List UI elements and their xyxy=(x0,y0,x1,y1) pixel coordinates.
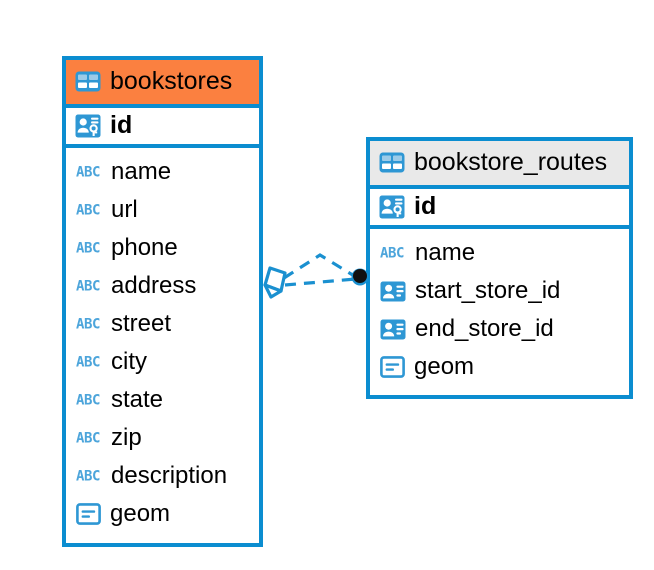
svg-text:ABC: ABC xyxy=(380,246,404,261)
entity-field-row-primary-key[interactable]: id xyxy=(370,185,629,229)
entity-table-bookstores[interactable]: bookstores id xyxy=(62,56,263,547)
abc-text-icon: ABC xyxy=(76,164,102,181)
svg-text:ABC: ABC xyxy=(76,355,100,370)
entity-field-row[interactable]: ABC url xyxy=(66,191,259,229)
entity-field-label: state xyxy=(111,386,164,413)
entity-field-label: description xyxy=(111,462,228,489)
abc-text-icon: ABC xyxy=(76,278,102,295)
entity-field-label: city xyxy=(111,348,147,375)
foreign-key-icon xyxy=(380,319,406,340)
geometry-icon xyxy=(380,356,405,378)
entity-field-label: street xyxy=(111,310,172,337)
entity-field-row[interactable]: ABC state xyxy=(66,381,259,419)
svg-text:ABC: ABC xyxy=(76,393,100,408)
entity-field-row[interactable]: start_store_id xyxy=(370,272,629,310)
abc-text-icon: ABC xyxy=(76,392,102,409)
geometry-icon xyxy=(76,503,101,525)
relationship-line xyxy=(283,253,357,287)
foreign-key-icon xyxy=(380,281,406,302)
entity-field-label: zip xyxy=(111,424,142,451)
entity-field-row[interactable]: ABC description xyxy=(66,457,259,495)
entity-field-row[interactable]: ABC name xyxy=(66,153,259,191)
entity-field-row[interactable]: ABC phone xyxy=(66,229,259,267)
primary-key-icon xyxy=(379,195,405,219)
entity-field-label: end_store_id xyxy=(415,315,554,342)
entity-header-bookstores[interactable]: bookstores xyxy=(66,60,259,104)
svg-text:ABC: ABC xyxy=(76,165,100,180)
entity-header-bookstore-routes[interactable]: bookstore_routes xyxy=(370,141,629,185)
entity-field-label: start_store_id xyxy=(415,277,561,304)
svg-text:ABC: ABC xyxy=(76,279,100,294)
entity-field-row[interactable]: geom xyxy=(66,495,259,533)
abc-text-icon: ABC xyxy=(76,240,102,257)
entity-field-label: url xyxy=(111,196,138,223)
entity-field-label: phone xyxy=(111,234,178,261)
relationship-line-upper xyxy=(283,253,357,280)
entity-field-row[interactable]: ABC address xyxy=(66,267,259,305)
entity-field-row[interactable]: ABC city xyxy=(66,343,259,381)
svg-text:ABC: ABC xyxy=(76,431,100,446)
relationship-line-lower xyxy=(284,277,357,287)
entity-field-label: id xyxy=(414,192,437,220)
table-icon xyxy=(75,71,101,92)
entity-field-label: geom xyxy=(110,500,171,527)
entity-table-bookstore-routes[interactable]: bookstore_routes id xyxy=(366,137,633,399)
entity-field-row[interactable]: ABC street xyxy=(66,305,259,343)
entity-field-row[interactable]: end_store_id xyxy=(370,310,629,348)
entity-field-label: name xyxy=(415,239,476,266)
abc-text-icon: ABC xyxy=(76,354,102,371)
entity-field-label: id xyxy=(110,111,133,139)
abc-text-icon: ABC xyxy=(380,245,406,262)
abc-text-icon: ABC xyxy=(76,430,102,447)
abc-text-icon: ABC xyxy=(76,468,102,485)
svg-text:ABC: ABC xyxy=(76,317,100,332)
table-icon xyxy=(379,152,405,173)
entity-field-label: address xyxy=(111,272,197,299)
entity-field-row[interactable]: geom xyxy=(370,348,629,386)
svg-text:ABC: ABC xyxy=(76,203,100,218)
entity-field-row[interactable]: ABC zip xyxy=(66,419,259,457)
entity-title-label: bookstores xyxy=(110,67,233,95)
svg-text:ABC: ABC xyxy=(76,241,100,256)
diamond-marker xyxy=(263,266,287,299)
primary-key-icon xyxy=(75,114,101,138)
entity-field-row[interactable]: ABC name xyxy=(370,234,629,272)
entity-title-label: bookstore_routes xyxy=(414,148,608,176)
abc-text-icon: ABC xyxy=(76,202,102,219)
abc-text-icon: ABC xyxy=(76,316,102,333)
entity-field-label: name xyxy=(111,158,172,185)
entity-field-list-bookstore-routes: ABC name start_store_id xyxy=(370,229,629,392)
entity-field-label: geom xyxy=(414,353,475,380)
entity-field-list-bookstores: ABC name ABC url ABC p xyxy=(66,148,259,539)
entity-field-row-primary-key[interactable]: id xyxy=(66,104,259,148)
svg-text:ABC: ABC xyxy=(76,469,100,484)
